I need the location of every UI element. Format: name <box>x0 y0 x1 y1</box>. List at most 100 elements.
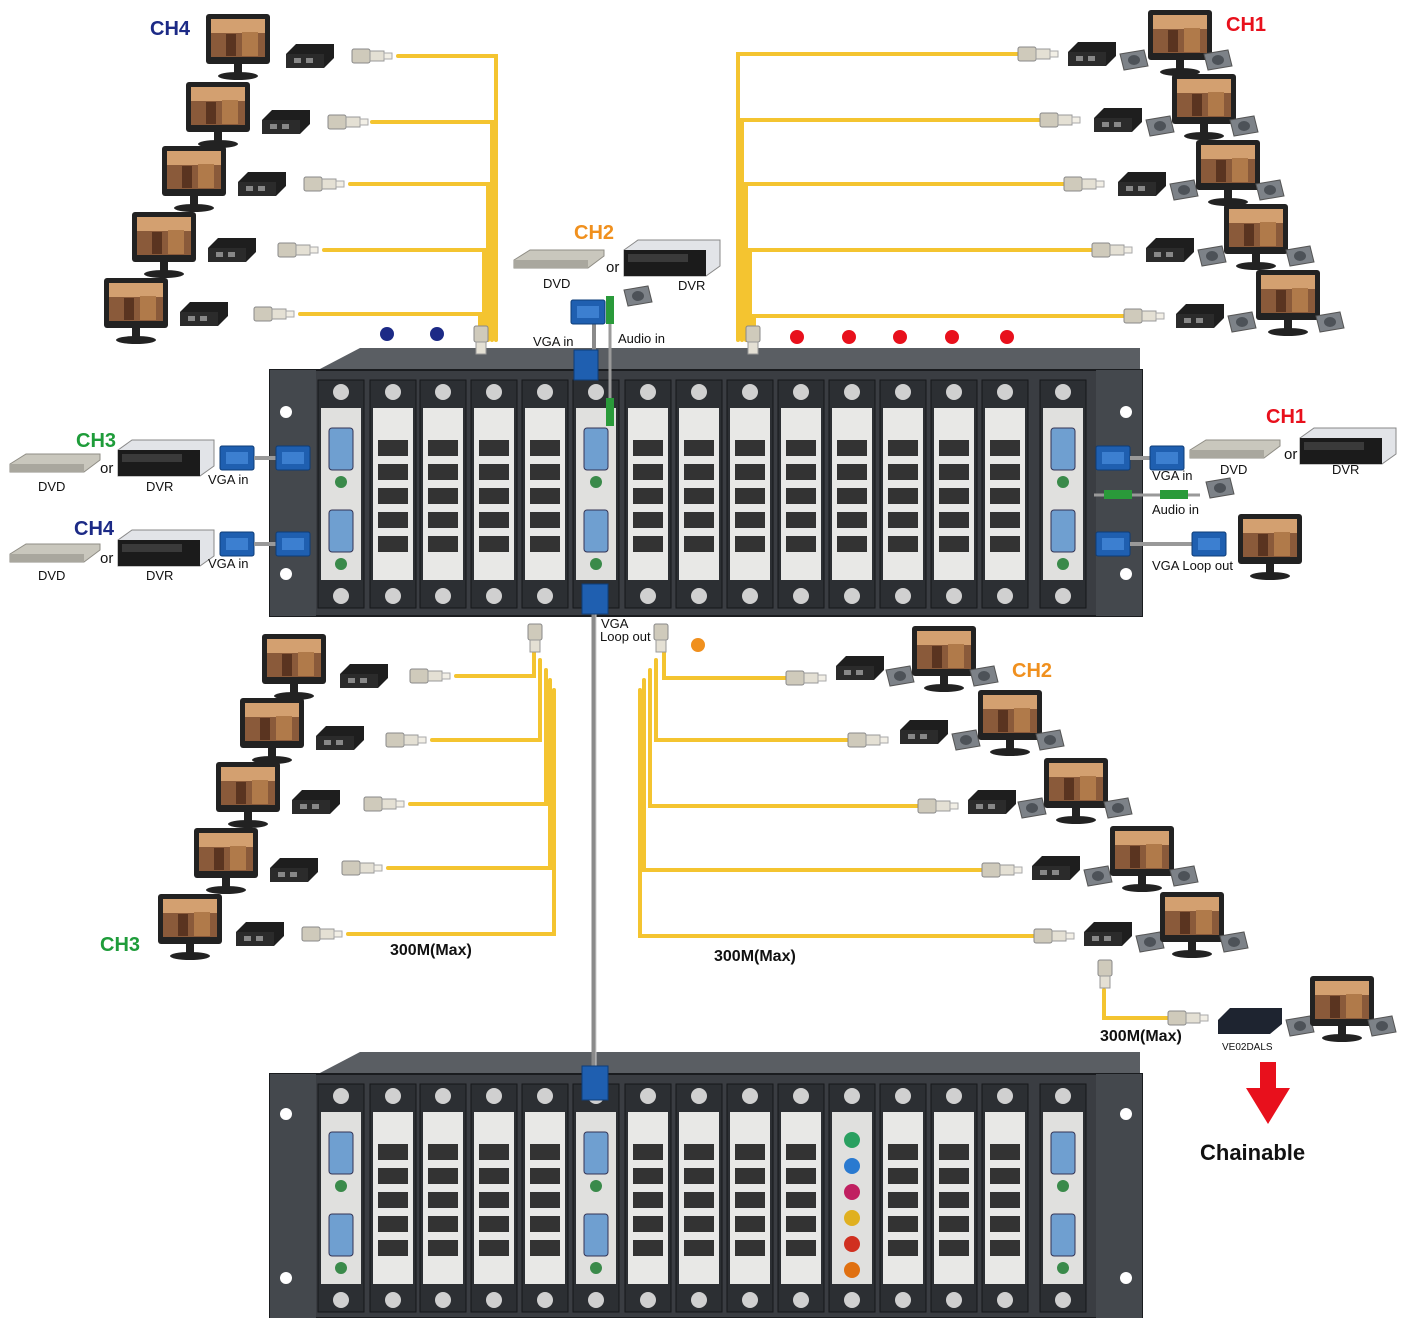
dvr-icon <box>1299 427 1397 465</box>
distance-label-left: 300M(Max) <box>390 942 472 959</box>
dvd-player-icon <box>9 543 101 563</box>
receiver-icon <box>1032 856 1080 880</box>
rj45-plug-icon <box>409 668 451 684</box>
ch3-bottom-receivers <box>158 634 451 960</box>
vga-connector-icon <box>275 445 311 471</box>
rj45-plug-icon <box>1039 112 1081 128</box>
monitor-icon <box>158 894 222 960</box>
ch1-dot <box>945 330 959 344</box>
rj45-plug-icon <box>363 796 405 812</box>
dvd-label: DVD <box>1220 462 1248 477</box>
monitor-icon <box>1238 514 1302 580</box>
receiver-icon <box>1118 172 1166 196</box>
speaker-icon <box>1367 1015 1397 1037</box>
speaker-icon <box>1035 729 1065 751</box>
receiver-icon <box>270 858 318 882</box>
speaker-icon <box>1145 115 1175 137</box>
arrow-down-icon <box>1246 1062 1290 1124</box>
speaker-icon <box>1227 311 1257 333</box>
loop-out-label: Loop out <box>600 629 651 644</box>
speaker-icon <box>1315 311 1345 333</box>
chainable-label: Chainable <box>1200 1140 1306 1165</box>
vga-in-label: VGA in <box>1152 468 1193 483</box>
dvr-label: DVR <box>146 568 174 583</box>
channel-dots <box>380 327 1014 652</box>
audio-jack-icon <box>606 296 614 324</box>
receiver-icon <box>236 922 284 946</box>
speaker-icon <box>1169 179 1199 201</box>
receiver-icon <box>340 664 388 688</box>
distance-label-right: 300M(Max) <box>714 948 796 965</box>
rj45-plug-icon <box>253 306 295 322</box>
rj45-plug-icon <box>1033 928 1075 944</box>
dvd-label: DVD <box>38 479 66 494</box>
ch3-left-label: CH3 <box>76 430 117 452</box>
main-rack-modules <box>317 379 1087 609</box>
speaker-icon <box>1285 245 1315 267</box>
speaker-icon <box>1017 797 1047 819</box>
receiver-icon <box>262 110 310 134</box>
receiver-icon <box>1084 922 1132 946</box>
ch4-dot <box>380 327 394 341</box>
vga-connector-icon <box>1191 531 1227 557</box>
vga-in-label: VGA in <box>533 334 574 349</box>
vga-in-label: VGA in <box>208 556 249 571</box>
dvd-label: DVD <box>543 276 571 291</box>
ch2-bottom-label: CH2 <box>1012 660 1053 682</box>
ch4-dot <box>430 327 444 341</box>
ch4-top-label: CH4 <box>150 18 191 40</box>
ch3-left-source <box>9 439 311 477</box>
dvr-label: DVR <box>1332 462 1360 477</box>
monitor-icon <box>216 762 280 828</box>
monitor-icon <box>1310 976 1374 1042</box>
audio-in-label: Audio in <box>1152 502 1199 517</box>
monitor-icon <box>240 698 304 764</box>
monitor-icon <box>1256 270 1320 336</box>
speaker-icon <box>1135 931 1165 953</box>
vga-connector-icon <box>1095 445 1131 471</box>
speaker-icon <box>1083 865 1113 887</box>
speaker-icon <box>1197 245 1227 267</box>
receiver-icon <box>286 44 334 68</box>
speaker-icon <box>1203 49 1233 71</box>
receiver-icon <box>1094 108 1142 132</box>
monitor-icon <box>1196 140 1260 206</box>
speaker-icon <box>1119 49 1149 71</box>
audio-jack-icon <box>1160 490 1188 499</box>
speaker-icon <box>1229 115 1259 137</box>
vga-connector-icon <box>219 445 255 471</box>
speaker-icon <box>951 729 981 751</box>
monitor-icon <box>1110 826 1174 892</box>
ch1-dot <box>842 330 856 344</box>
audio-in-label: Audio in <box>618 331 665 346</box>
ch1-dot <box>1000 330 1014 344</box>
receiver-icon <box>900 720 948 744</box>
rj45-plug-icon <box>277 242 319 258</box>
ch1-top-label: CH1 <box>1226 14 1267 36</box>
vga-loop-out-label: VGA Loop out <box>1152 558 1233 573</box>
ch2-top-label: CH2 <box>574 222 615 244</box>
rj45-plug-icon <box>1123 308 1165 324</box>
receiver-icon <box>292 790 340 814</box>
receiver-icon <box>208 238 256 262</box>
monitor-icon <box>104 278 168 344</box>
monitor-icon <box>194 828 258 894</box>
monitor-icon <box>206 14 270 80</box>
dvr-label: DVR <box>146 479 174 494</box>
receiver-icon <box>968 790 1016 814</box>
monitor-icon <box>1224 204 1288 270</box>
ch4-top-receivers <box>104 14 393 344</box>
rj45-plug-icon <box>1091 242 1133 258</box>
rj45-plug-icon <box>917 798 959 814</box>
ch4-left-label: CH4 <box>74 518 115 540</box>
monitor-icon <box>912 626 976 692</box>
speaker-icon <box>1103 797 1133 819</box>
speaker-icon <box>885 665 915 687</box>
dvd-label: DVD <box>38 568 66 583</box>
or-label: or <box>606 259 620 276</box>
dvr-icon <box>623 239 721 277</box>
model-label: VE02DALS <box>1222 1042 1273 1053</box>
receiver-icon <box>1068 42 1116 66</box>
monitor-icon <box>262 634 326 700</box>
